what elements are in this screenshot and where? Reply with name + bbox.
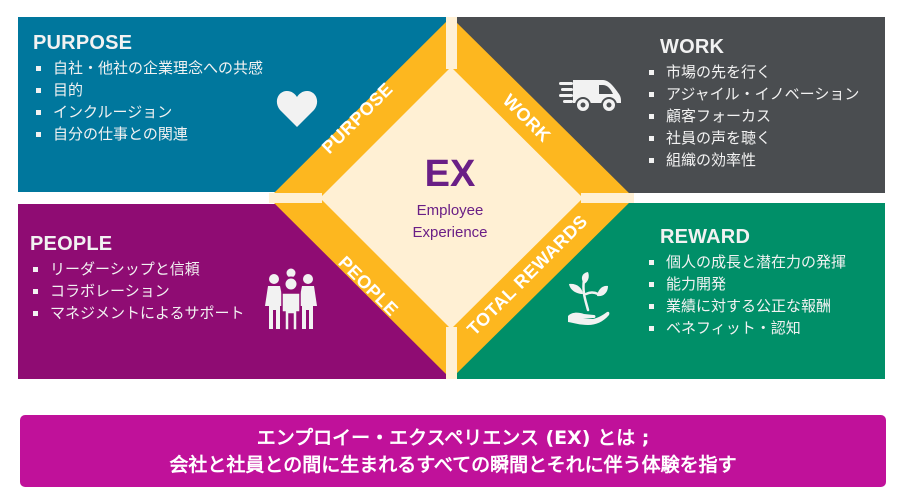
purpose-list: 自社・他社の企業理念への共感 目的 インクルージョン 自分の仕事との関連: [33, 57, 263, 145]
list-item: 自社・他社の企業理念への共感: [33, 57, 263, 79]
separator-vertical-bottom: [446, 327, 457, 379]
list-item: ベネフィット・認知: [646, 317, 846, 339]
reward-list: 個人の成長と潜在力の発揮 能力開発 業績に対する公正な報酬 ベネフィット・認知: [646, 251, 846, 339]
list-item: 個人の成長と潜在力の発揮: [646, 251, 846, 273]
work-title: WORK: [660, 36, 725, 58]
list-item: アジャイル・イノベーション: [646, 83, 859, 105]
list-item: 能力開発: [646, 273, 846, 295]
reward-block: REWARD 個人の成長と潜在力の発揮 能力開発 業績に対する公正な報酬 ベネフ…: [649, 225, 846, 339]
ex-center-label: EX Employee Experience: [350, 152, 550, 243]
work-list: 市場の先を行く アジャイル・イノベーション 顧客フォーカス 社員の声を聴く 組織…: [646, 61, 859, 171]
list-item: 自分の仕事との関連: [33, 123, 263, 145]
ex-definition-banner: エンプロイー・エクスペリエンス (EX) とは ; 会社と社員との間に生まれるす…: [20, 415, 886, 487]
purpose-title: PURPOSE: [33, 32, 133, 54]
list-item: リーダーシップと信頼: [30, 258, 245, 280]
separator-horizontal-left: [269, 193, 322, 203]
ex-subtitle-line2: Experience: [412, 224, 488, 241]
banner-line2: 会社と社員との間に生まれるすべての瞬間とそれに伴う体験を指す: [169, 454, 737, 476]
ex-subtitle-line1: Employee: [416, 202, 484, 219]
list-item: 組織の効率性: [646, 149, 859, 171]
banner-line1: エンプロイー・エクスペリエンス (EX) とは ;: [256, 427, 650, 449]
people-group-icon: [265, 268, 317, 330]
list-item: 顧客フォーカス: [646, 105, 859, 127]
people-block: PEOPLE リーダーシップと信頼 コラボレーション マネジメントによるサポート: [30, 232, 245, 324]
diamond-center: [320, 67, 583, 329]
reward-title: REWARD: [660, 226, 751, 248]
list-item: マネジメントによるサポート: [30, 302, 245, 324]
purpose-block: PURPOSE 自社・他社の企業理念への共感 目的 インクルージョン 自分の仕事…: [33, 31, 263, 145]
plant-in-hand-icon: [568, 272, 610, 325]
people-list: リーダーシップと信頼 コラボレーション マネジメントによるサポート: [30, 258, 245, 324]
list-item: 社員の声を聴く: [646, 127, 859, 149]
list-item: 業績に対する公正な報酬: [646, 295, 846, 317]
list-item: インクルージョン: [33, 101, 263, 123]
heart-icon: [276, 90, 318, 127]
list-item: コラボレーション: [30, 280, 245, 302]
work-block: WORK 市場の先を行く アジャイル・イノベーション 顧客フォーカス 社員の声を…: [649, 35, 859, 171]
delivery-truck-icon: [559, 80, 621, 113]
ex-title: EX: [424, 153, 476, 195]
separator-horizontal-right: [581, 193, 635, 203]
separator-vertical-top: [446, 17, 457, 69]
list-item: 市場の先を行く: [646, 61, 859, 83]
list-item: 目的: [33, 79, 263, 101]
people-title: PEOPLE: [30, 233, 113, 255]
